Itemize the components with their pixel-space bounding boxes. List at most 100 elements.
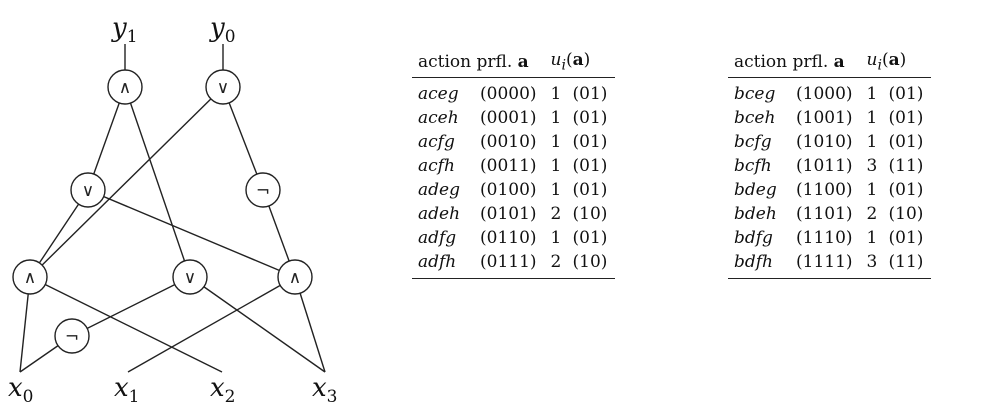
- utility-cell: 1(01): [545, 106, 616, 130]
- action-profile-cell: adeh (0101): [412, 202, 545, 226]
- action-profile-cell: acfg(0010): [412, 130, 545, 154]
- utility-cell: 2 (10): [545, 202, 616, 226]
- utility-cell: 1 (01): [861, 130, 932, 154]
- table-row: adfg(0110)1 (01): [412, 226, 615, 250]
- action-profile-cell: bdfg (1110): [728, 226, 861, 250]
- action-profile-label: adfh: [418, 252, 457, 273]
- utility-bits: (10): [572, 204, 608, 225]
- table-row: bdfh(1111)3(11): [728, 250, 932, 280]
- action-profile-label: bcfh: [734, 156, 772, 177]
- action-profile-label: bceh: [734, 108, 776, 129]
- output-label-y0: y0: [209, 13, 236, 47]
- table-row: bdeh(1101)2(10): [728, 202, 931, 226]
- action-profile-label: acfh: [418, 156, 455, 177]
- input-label-x3: x3: [312, 373, 338, 406]
- or-gate: ∨: [172, 259, 208, 295]
- input-label-x2: x2: [210, 373, 236, 406]
- svg-text:∧: ∧: [289, 268, 301, 288]
- table-row: bcfh (1011) 3 (11): [728, 154, 931, 178]
- action-profile-cell: adeg (0100): [412, 178, 545, 202]
- table-row: adeg (0100) 1(01): [412, 178, 615, 202]
- column-header-utility: ui(a): [860, 48, 932, 79]
- svg-text:¬: ¬: [256, 181, 270, 201]
- table-row: adeh (0101) 2 (10): [412, 202, 615, 226]
- action-profile-bits: (0001): [480, 108, 537, 129]
- utility-value: 1: [550, 228, 562, 249]
- utility-bits: (10): [572, 252, 608, 273]
- utility-bits: (01): [888, 84, 924, 105]
- action-profile-label: bdeg: [734, 180, 777, 201]
- action-profile-label: bdfg: [734, 228, 773, 249]
- utility-value: 1: [866, 180, 878, 201]
- utility-value: 1: [550, 84, 562, 105]
- action-profile-bits: (0110): [480, 228, 537, 249]
- action-profile-cell: bdeg (1100): [728, 178, 861, 202]
- action-profile-bits: (0010): [480, 132, 537, 153]
- utility-bits: (11): [888, 156, 924, 177]
- utility-value: 1: [866, 108, 878, 129]
- action-profile-label: bcfg: [734, 132, 772, 153]
- utility-bits: (01): [572, 228, 608, 249]
- utility-cell: 2 (10): [861, 202, 932, 226]
- table-row: acfg(0010)1(01): [412, 130, 615, 154]
- utility-value: 2: [866, 204, 878, 225]
- svg-text:∧: ∧: [24, 268, 36, 288]
- action-profile-cell: adfg(0110): [412, 226, 545, 250]
- table-row: bdfg (1110) 1(01): [728, 226, 931, 250]
- utility-value: 2: [550, 252, 562, 273]
- table-row: bceg(1000)1(01): [728, 78, 931, 107]
- utility-bits: (11): [888, 252, 924, 273]
- utility-bits: (01): [572, 156, 608, 177]
- table-row: bceh (1001) 1 (01): [728, 106, 931, 130]
- utility-value: 1: [550, 132, 562, 153]
- circuit-wires: [19, 44, 326, 373]
- utility-cell: 3(11): [860, 250, 932, 280]
- utility-cell: 1 (01): [545, 226, 616, 250]
- utility-bits: (10): [888, 204, 924, 225]
- utility-cell: 1 (01): [861, 178, 932, 202]
- action-profile-label: bdfh: [734, 252, 774, 273]
- or-gate: ∨: [205, 69, 241, 105]
- action-profile-bits: (1011): [796, 156, 853, 177]
- action-profile-bits: (0101): [480, 204, 537, 225]
- action-profile-bits: (1001): [796, 108, 853, 129]
- utility-value: 1: [550, 156, 562, 177]
- not-gate: ¬: [54, 318, 90, 354]
- utility-bits: (01): [888, 132, 924, 153]
- utility-table-right: action prfl. a ui(a) bceg(1000)1(01)bceh…: [728, 48, 932, 280]
- action-profile-bits: (1101): [796, 204, 853, 225]
- svg-text:¬: ¬: [65, 327, 79, 347]
- utility-bits: (01): [888, 108, 924, 129]
- svg-text:∧: ∧: [119, 78, 131, 98]
- action-profile-cell: aceh(0001): [412, 106, 545, 130]
- table-row: bcfg (1010) 1 (01): [728, 130, 931, 154]
- action-profile-bits: (1100): [796, 180, 853, 201]
- utility-cell: 1(01): [545, 178, 616, 202]
- action-profile-cell: bdfh(1111): [728, 250, 861, 280]
- utility-value: 1: [866, 132, 878, 153]
- action-profile-label: adeh: [418, 204, 461, 225]
- utility-table-left: action prfl. a ui(a) aceg(0000)1(01)aceh…: [412, 48, 616, 280]
- input-label-x0: x0: [8, 373, 34, 406]
- action-profile-cell: aceg(0000): [412, 78, 545, 107]
- action-profile-bits: (1000): [796, 84, 853, 105]
- table-row: aceg(0000)1(01): [412, 78, 615, 107]
- svg-text:∨: ∨: [184, 268, 196, 288]
- utility-value: 3: [866, 156, 878, 177]
- action-profile-bits: (0100): [480, 180, 537, 201]
- utility-bits: (01): [888, 180, 924, 201]
- action-profile-bits: (1010): [796, 132, 853, 153]
- utility-cell: 3 (11): [861, 154, 932, 178]
- column-header-action-profile: action prfl. a: [412, 48, 545, 79]
- action-profile-bits: (1110): [796, 228, 853, 249]
- table-row: bdeg (1100) 1 (01): [728, 178, 931, 202]
- utility-cell: 1(01): [545, 130, 616, 154]
- utility-cell: 1(01): [861, 226, 932, 250]
- input-label-x1: x1: [114, 373, 140, 406]
- utility-value: 2: [550, 204, 562, 225]
- action-profile-bits: (0111): [480, 252, 537, 273]
- action-profile-label: adeg: [418, 180, 460, 201]
- utility-cell: 1 (01): [545, 154, 616, 178]
- table-row: acfh(0011)1(01): [412, 154, 615, 178]
- action-profile-cell: bcfh (1011): [728, 154, 861, 178]
